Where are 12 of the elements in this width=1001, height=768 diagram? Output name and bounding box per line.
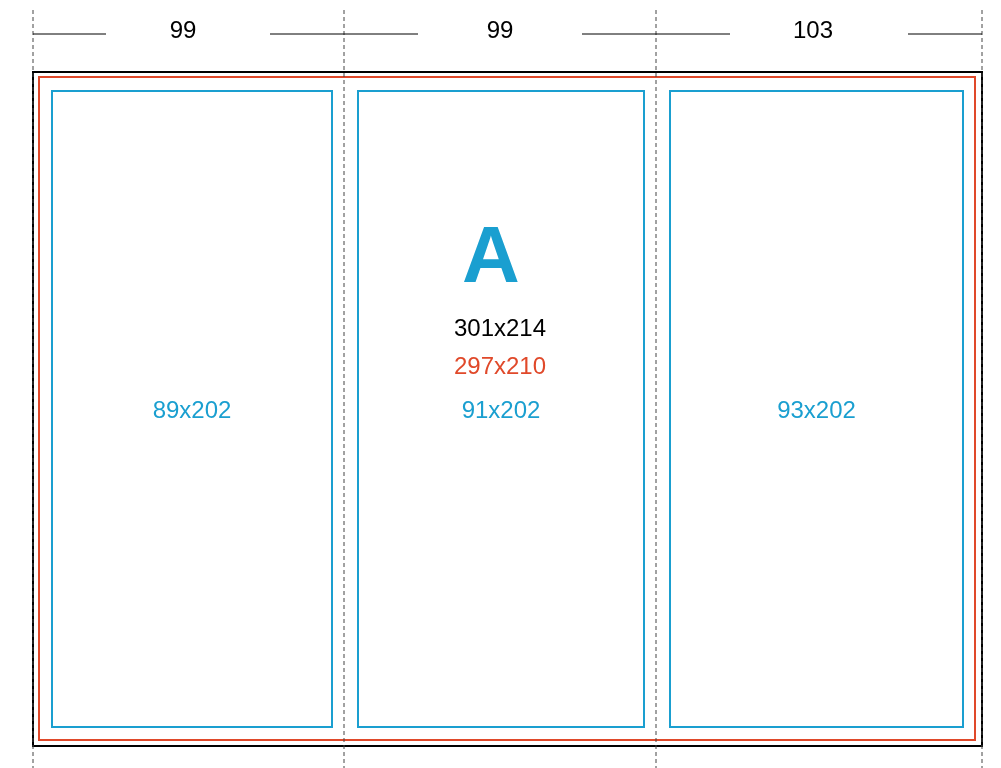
format-letter: A xyxy=(462,215,520,295)
dimension-label: 99 xyxy=(486,18,514,42)
size-label: 297x210 xyxy=(453,354,547,378)
panel xyxy=(357,90,645,728)
panel xyxy=(51,90,333,728)
panel-size-label: 91x202 xyxy=(460,396,542,424)
panel-size-label: 93x202 xyxy=(776,396,857,424)
dimension-label: 103 xyxy=(793,18,833,42)
panel xyxy=(669,90,964,728)
dimension-label: 99 xyxy=(169,18,197,42)
panel-size-label: 89x202 xyxy=(151,396,233,424)
size-label: 301x214 xyxy=(453,316,547,340)
